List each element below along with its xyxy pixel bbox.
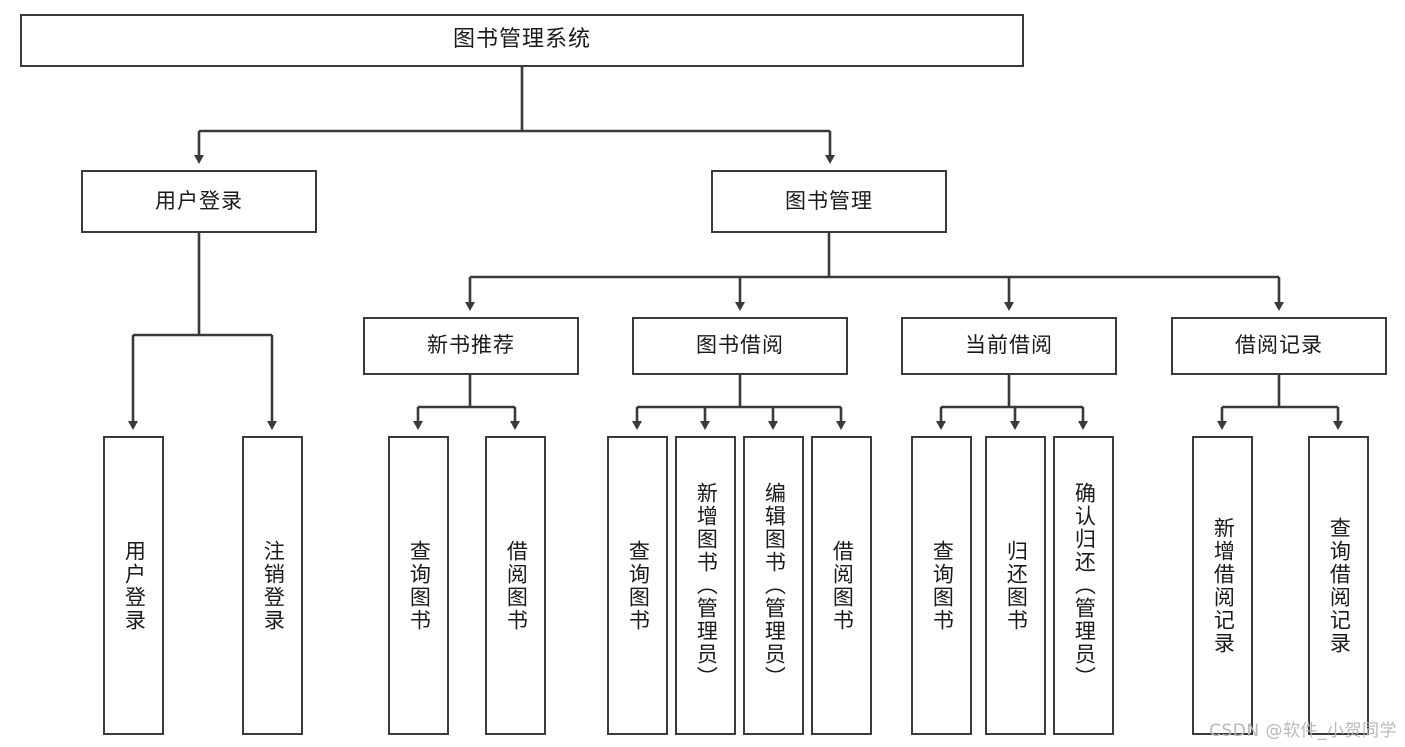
leaf-return-book-label: 归还图书 <box>1004 539 1029 632</box>
node-book-manage[interactable]: 图书管理 <box>711 170 947 233</box>
leaf-add-book-admin[interactable]: 新增图书（管理员） <box>675 436 736 735</box>
leaf-confirm-return-admin[interactable]: 确认归还（管理员） <box>1053 436 1114 735</box>
leaf-query-book-borrow[interactable]: 查询图书 <box>607 436 668 735</box>
leaf-borrow-book-rec-label: 借阅图书 <box>504 539 529 632</box>
leaf-borrow-book-label: 借阅图书 <box>830 539 855 632</box>
leaf-logout[interactable]: 注销登录 <box>242 436 303 735</box>
leaf-add-borrow-record-label: 新增借阅记录 <box>1211 516 1236 655</box>
csdn-watermark: CSDN @软件_小贺同学 <box>1209 721 1397 741</box>
leaf-return-book[interactable]: 归还图书 <box>985 436 1046 735</box>
node-book-borrow-label: 图书借阅 <box>696 333 784 358</box>
leaf-user-login-label: 用户登录 <box>122 539 147 632</box>
leaf-edit-book-admin-label: 编辑图书（管理员） <box>762 482 787 689</box>
leaf-query-book-current-label: 查询图书 <box>930 539 955 632</box>
leaf-add-book-admin-label: 新增图书（管理员） <box>694 482 719 689</box>
node-user-login[interactable]: 用户登录 <box>81 170 317 233</box>
leaf-query-book-rec-label: 查询图书 <box>407 539 432 632</box>
leaf-query-book-current[interactable]: 查询图书 <box>911 436 972 735</box>
leaf-borrow-book[interactable]: 借阅图书 <box>811 436 872 735</box>
leaf-user-login[interactable]: 用户登录 <box>103 436 164 735</box>
leaf-query-borrow-record-label: 查询借阅记录 <box>1327 516 1352 655</box>
leaf-edit-book-admin[interactable]: 编辑图书（管理员） <box>743 436 804 735</box>
node-book-manage-label: 图书管理 <box>785 188 873 213</box>
node-current-borrow-label: 当前借阅 <box>965 333 1053 358</box>
leaf-query-book-borrow-label: 查询图书 <box>626 539 651 632</box>
leaf-borrow-book-rec[interactable]: 借阅图书 <box>485 436 546 735</box>
node-new-book-recommend[interactable]: 新书推荐 <box>363 317 579 375</box>
node-borrow-record[interactable]: 借阅记录 <box>1171 317 1387 375</box>
leaf-logout-label: 注销登录 <box>261 539 286 632</box>
leaf-confirm-return-admin-label: 确认归还（管理员） <box>1072 482 1097 689</box>
node-new-book-recommend-label: 新书推荐 <box>427 333 515 358</box>
leaf-query-book-rec[interactable]: 查询图书 <box>388 436 449 735</box>
node-book-borrow[interactable]: 图书借阅 <box>632 317 848 375</box>
node-root-label: 图书管理系统 <box>452 27 591 53</box>
node-current-borrow[interactable]: 当前借阅 <box>901 317 1117 375</box>
leaf-add-borrow-record[interactable]: 新增借阅记录 <box>1192 436 1253 735</box>
node-user-login-label: 用户登录 <box>155 188 243 213</box>
node-root[interactable]: 图书管理系统 <box>20 14 1024 67</box>
leaf-query-borrow-record[interactable]: 查询借阅记录 <box>1308 436 1369 735</box>
node-borrow-record-label: 借阅记录 <box>1235 333 1323 358</box>
